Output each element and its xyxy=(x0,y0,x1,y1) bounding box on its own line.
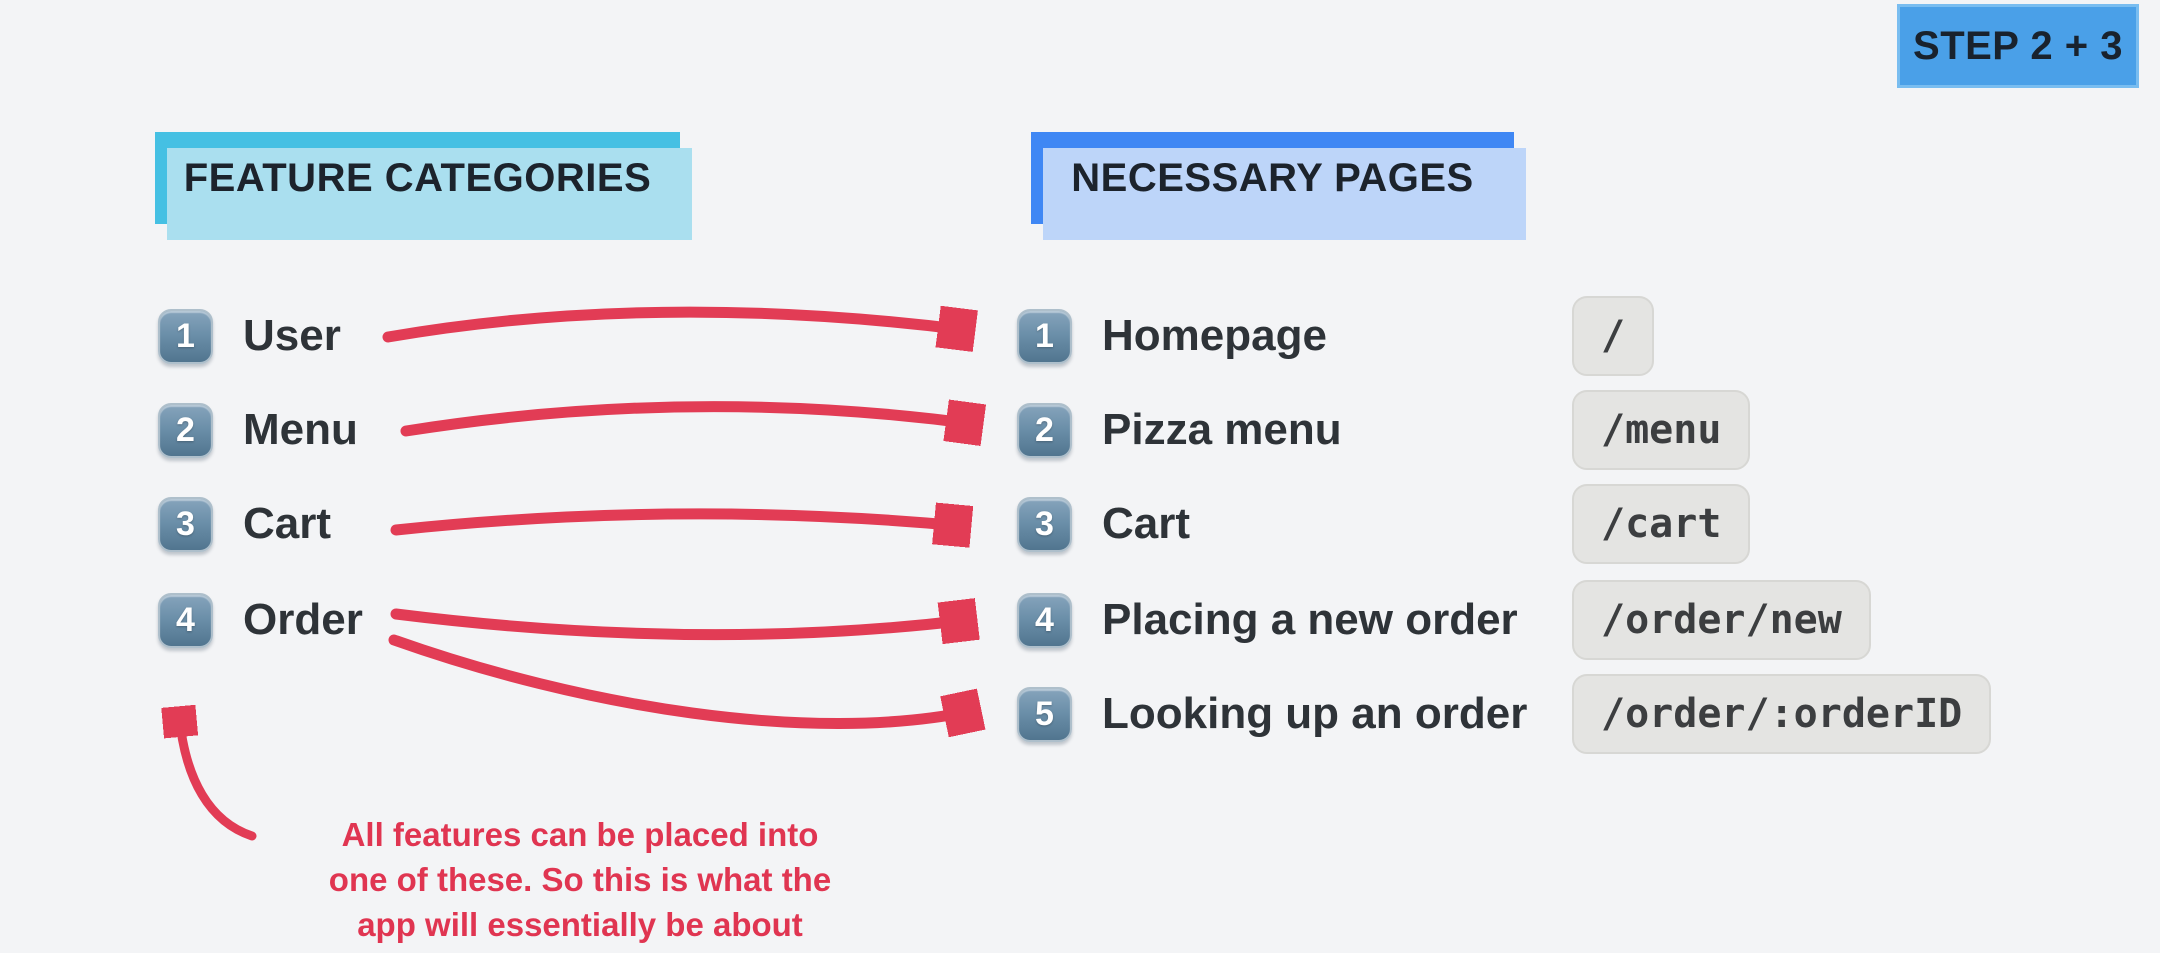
feature-categories-header: FEATURE CATEGORIES xyxy=(155,132,692,240)
route-badge-cart: /cart xyxy=(1572,484,1751,564)
keycap-3-icon: 3 xyxy=(1017,496,1072,552)
necessary-pages-header: NECESSARY PAGES xyxy=(1031,132,1526,240)
page-row-new-order: 4 Placing a new order xyxy=(1017,588,1518,652)
keycap-4-icon: 4 xyxy=(1017,592,1072,648)
step-badge: STEP 2 + 3 xyxy=(1897,4,2139,88)
feature-row-user: 1 User xyxy=(158,304,341,368)
feature-label: Cart xyxy=(243,499,332,548)
keycap-4-icon: 4 xyxy=(158,592,213,648)
annotation-line: one of these. So this is what the xyxy=(328,861,832,898)
arrow-order-lookup xyxy=(388,634,972,724)
keycap-5-icon: 5 xyxy=(1017,686,1072,742)
page-label: Looking up an order xyxy=(1102,689,1528,738)
feature-label: Menu xyxy=(243,405,358,454)
keycap-1-icon: 1 xyxy=(1017,308,1072,364)
page-row-cart: 3 Cart xyxy=(1017,492,1190,556)
arrow-user-homepage xyxy=(382,312,966,337)
route-badge-order-new: /order/new xyxy=(1572,580,1871,660)
page-row-pizza-menu: 2 Pizza menu xyxy=(1017,398,1342,462)
annotation-note: All features can be placed into one of t… xyxy=(295,812,865,947)
feature-row-menu: 2 Menu xyxy=(158,398,358,462)
page-row-homepage: 1 Homepage xyxy=(1017,304,1327,368)
route-badge-order-id: /order/:orderID xyxy=(1572,674,1992,754)
feature-row-cart: 3 Cart xyxy=(158,492,331,556)
feature-label: Order xyxy=(243,595,363,644)
annotation-line: All features can be placed into xyxy=(341,816,819,853)
page-label: Cart xyxy=(1102,499,1191,548)
page-label: Pizza menu xyxy=(1102,405,1342,454)
arrow-cart-cart xyxy=(390,514,962,530)
annotation-line: app will essentially be about xyxy=(357,906,803,943)
arrow-order-neworder xyxy=(390,614,968,635)
page-label: Placing a new order xyxy=(1102,595,1518,644)
arrow-menu-pizzamenu xyxy=(400,407,974,431)
page-row-lookup-order: 5 Looking up an order xyxy=(1017,682,1527,746)
keycap-2-icon: 2 xyxy=(1017,402,1072,458)
keycap-3-icon: 3 xyxy=(158,496,213,552)
keycap-2-icon: 2 xyxy=(158,402,213,458)
arrow-annotation xyxy=(179,714,257,841)
feature-row-order: 4 Order xyxy=(158,588,363,652)
feature-label: User xyxy=(243,311,341,360)
route-badge-root: / xyxy=(1572,296,1655,376)
page-label: Homepage xyxy=(1102,311,1327,360)
keycap-1-icon: 1 xyxy=(158,308,213,364)
route-badge-menu: /menu xyxy=(1572,390,1751,470)
